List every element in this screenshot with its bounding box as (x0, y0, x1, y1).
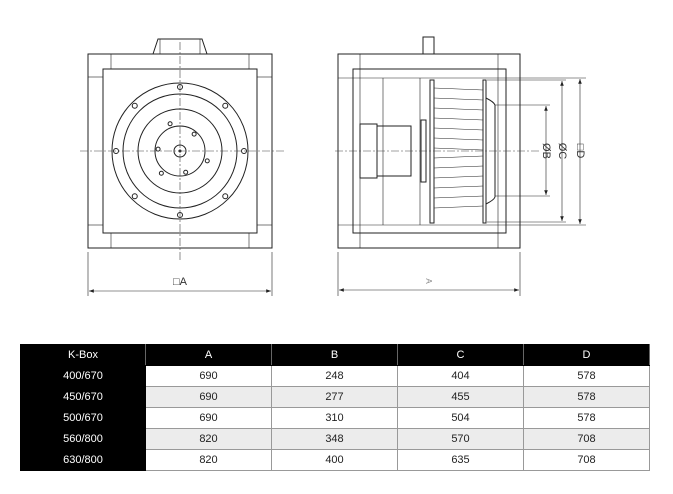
impeller-blade (433, 107, 484, 111)
value-cell: 348 (271, 428, 398, 450)
table-header-row: K-Box A B C D (20, 344, 650, 366)
hub-hole (158, 170, 164, 176)
value-cell: 690 (145, 407, 272, 429)
impeller-blade (433, 127, 484, 131)
hub-hole (155, 146, 161, 152)
dimension-a-side-label: A (424, 278, 433, 284)
value-cell: 578 (523, 407, 650, 429)
impeller-blade (433, 185, 484, 189)
side-connector (422, 36, 435, 55)
value-cell: 504 (397, 407, 524, 429)
value-cell: 708 (523, 428, 650, 450)
dimension-d-label: □D (574, 144, 586, 159)
model-cell: 450/670 (20, 386, 146, 408)
dimension-b-label: ØB (540, 143, 552, 159)
header-a: A (145, 344, 272, 366)
mounting-hole (222, 193, 229, 200)
value-cell: 404 (397, 365, 524, 387)
value-cell: 708 (523, 449, 650, 471)
impeller-blade (433, 165, 484, 169)
value-cell: 310 (271, 407, 398, 429)
value-cell: 400 (271, 449, 398, 471)
front-plate (102, 68, 258, 234)
impeller-blade (433, 87, 484, 91)
impeller-blade (433, 195, 484, 199)
value-cell: 578 (523, 365, 650, 387)
hub-hole (191, 131, 197, 137)
front-connector-box (152, 38, 208, 55)
header-kbox: K-Box (20, 344, 146, 366)
hub-hole (183, 169, 189, 175)
impeller-blade (433, 117, 484, 121)
impeller-blade (433, 147, 484, 151)
value-cell: 455 (397, 386, 524, 408)
value-cell: 277 (271, 386, 398, 408)
value-cell: 820 (145, 428, 272, 450)
value-cell: 248 (271, 365, 398, 387)
value-cell: 578 (523, 386, 650, 408)
value-cell: 690 (145, 386, 272, 408)
dimension-a-label: □A (173, 276, 188, 288)
impeller-blade (433, 155, 484, 159)
value-cell: 820 (145, 449, 272, 471)
impeller-backplate (429, 79, 435, 224)
mounting-hole (131, 193, 138, 200)
impeller-blade (433, 205, 484, 209)
side-view: ØB ØC □D A (335, 36, 586, 296)
header-c: C (397, 344, 524, 366)
header-b: B (271, 344, 398, 366)
value-cell: 570 (397, 428, 524, 450)
impeller-blade (433, 137, 484, 141)
value-cell: 690 (145, 365, 272, 387)
model-cell: 500/670 (20, 407, 146, 429)
header-d: D (523, 344, 650, 366)
front-view: □A (80, 38, 285, 296)
dimension-c-label: ØC (556, 143, 568, 160)
impeller-blade (433, 175, 484, 179)
hub-hole (167, 121, 173, 127)
value-cell: 635 (397, 449, 524, 471)
mounting-hole (222, 102, 229, 109)
hub-hole (204, 158, 210, 164)
fan-technical-drawing: □A ØB ØC □D A (80, 36, 586, 296)
impeller-blade (433, 97, 484, 101)
model-cell: 560/800 (20, 428, 146, 450)
mounting-hole (131, 102, 138, 109)
model-cell: 400/670 (20, 365, 146, 387)
model-cell: 630/800 (20, 449, 146, 471)
